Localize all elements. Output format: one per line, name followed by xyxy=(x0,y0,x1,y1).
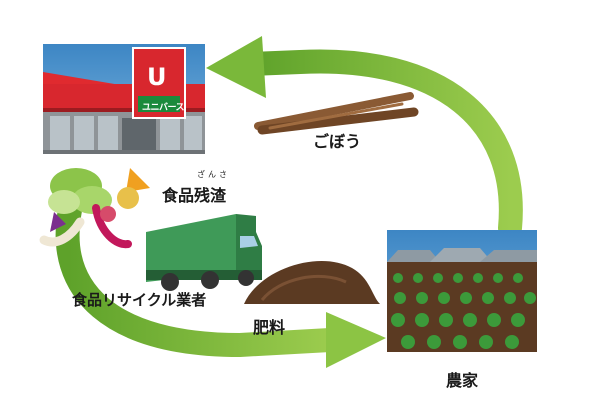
farm-field-image xyxy=(387,230,537,352)
store-sign-text: ユニバース xyxy=(142,103,185,113)
arrow-store-to-farm xyxy=(55,198,386,368)
farmer-label: 農家 xyxy=(446,371,479,390)
fertilizer-image xyxy=(244,260,380,304)
arrow-farm-to-store xyxy=(206,36,523,240)
food-residue-image xyxy=(39,168,150,249)
recycler-label: 食品リサイクル業者 xyxy=(72,291,207,309)
store-logo-letter: U xyxy=(147,63,167,91)
food-residue-label: 食品残渣 xyxy=(162,186,227,205)
recycler-truck-image xyxy=(146,214,262,291)
food-residue-ruby: ざんさ xyxy=(197,170,230,179)
gobou-label: ごぼう xyxy=(313,132,362,151)
fertilizer-label: 肥料 xyxy=(253,318,286,337)
supermarket-image xyxy=(43,44,205,154)
gobou-image xyxy=(254,92,419,135)
